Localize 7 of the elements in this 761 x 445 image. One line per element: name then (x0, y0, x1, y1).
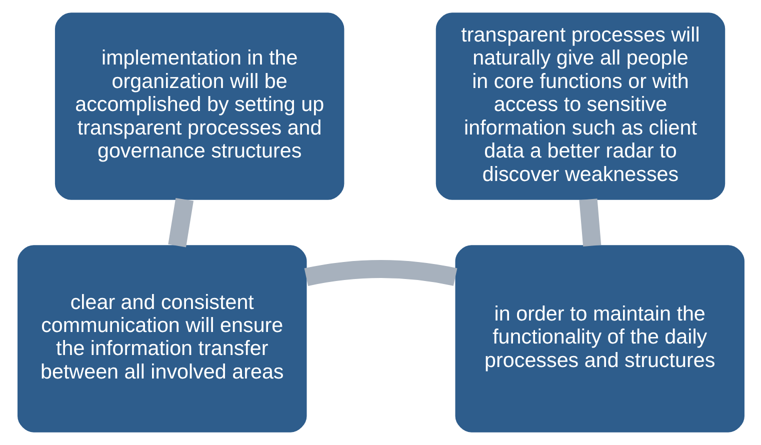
node-box: implementation in the organization will be accomplished by setting up transparent processes and governance structures (54, 12, 344, 200)
node-box: clear and consistent communication will ensure the information transfer between all involved areas (17, 245, 306, 432)
connector (578, 198, 601, 246)
node-box: in order to maintain the functionality of the daily processes and structures (454, 245, 744, 432)
connector (168, 198, 194, 248)
node-box: transparent processes will naturally give all people in core functions or with access to sensitive information such as client data a better radar to discover weaknesses (435, 12, 725, 200)
connector (304, 260, 457, 286)
